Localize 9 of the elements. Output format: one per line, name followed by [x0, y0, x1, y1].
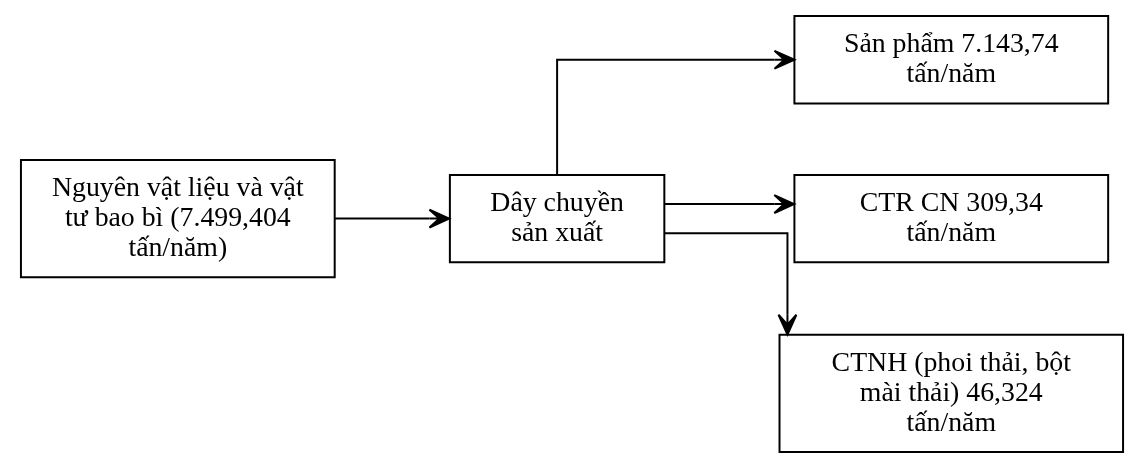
arrow	[663, 194, 796, 214]
node-box: Sản phẩm 7.143,74 tấn/năm	[793, 15, 1110, 105]
node-box: CTNH (phoi thải, bột mài thải) 46,324 tấn/năm	[778, 333, 1125, 453]
arrow	[556, 49, 796, 176]
arrow	[333, 208, 451, 229]
arrow	[663, 232, 798, 336]
node-box: Dây chuyền sản xuất	[448, 173, 666, 264]
node-box: CTR CN 309,34 tấn/năm	[793, 173, 1110, 264]
node-box: Nguyên vật liệu và vật tư bao bì (7.499,404 tấn/năm)	[19, 159, 336, 279]
